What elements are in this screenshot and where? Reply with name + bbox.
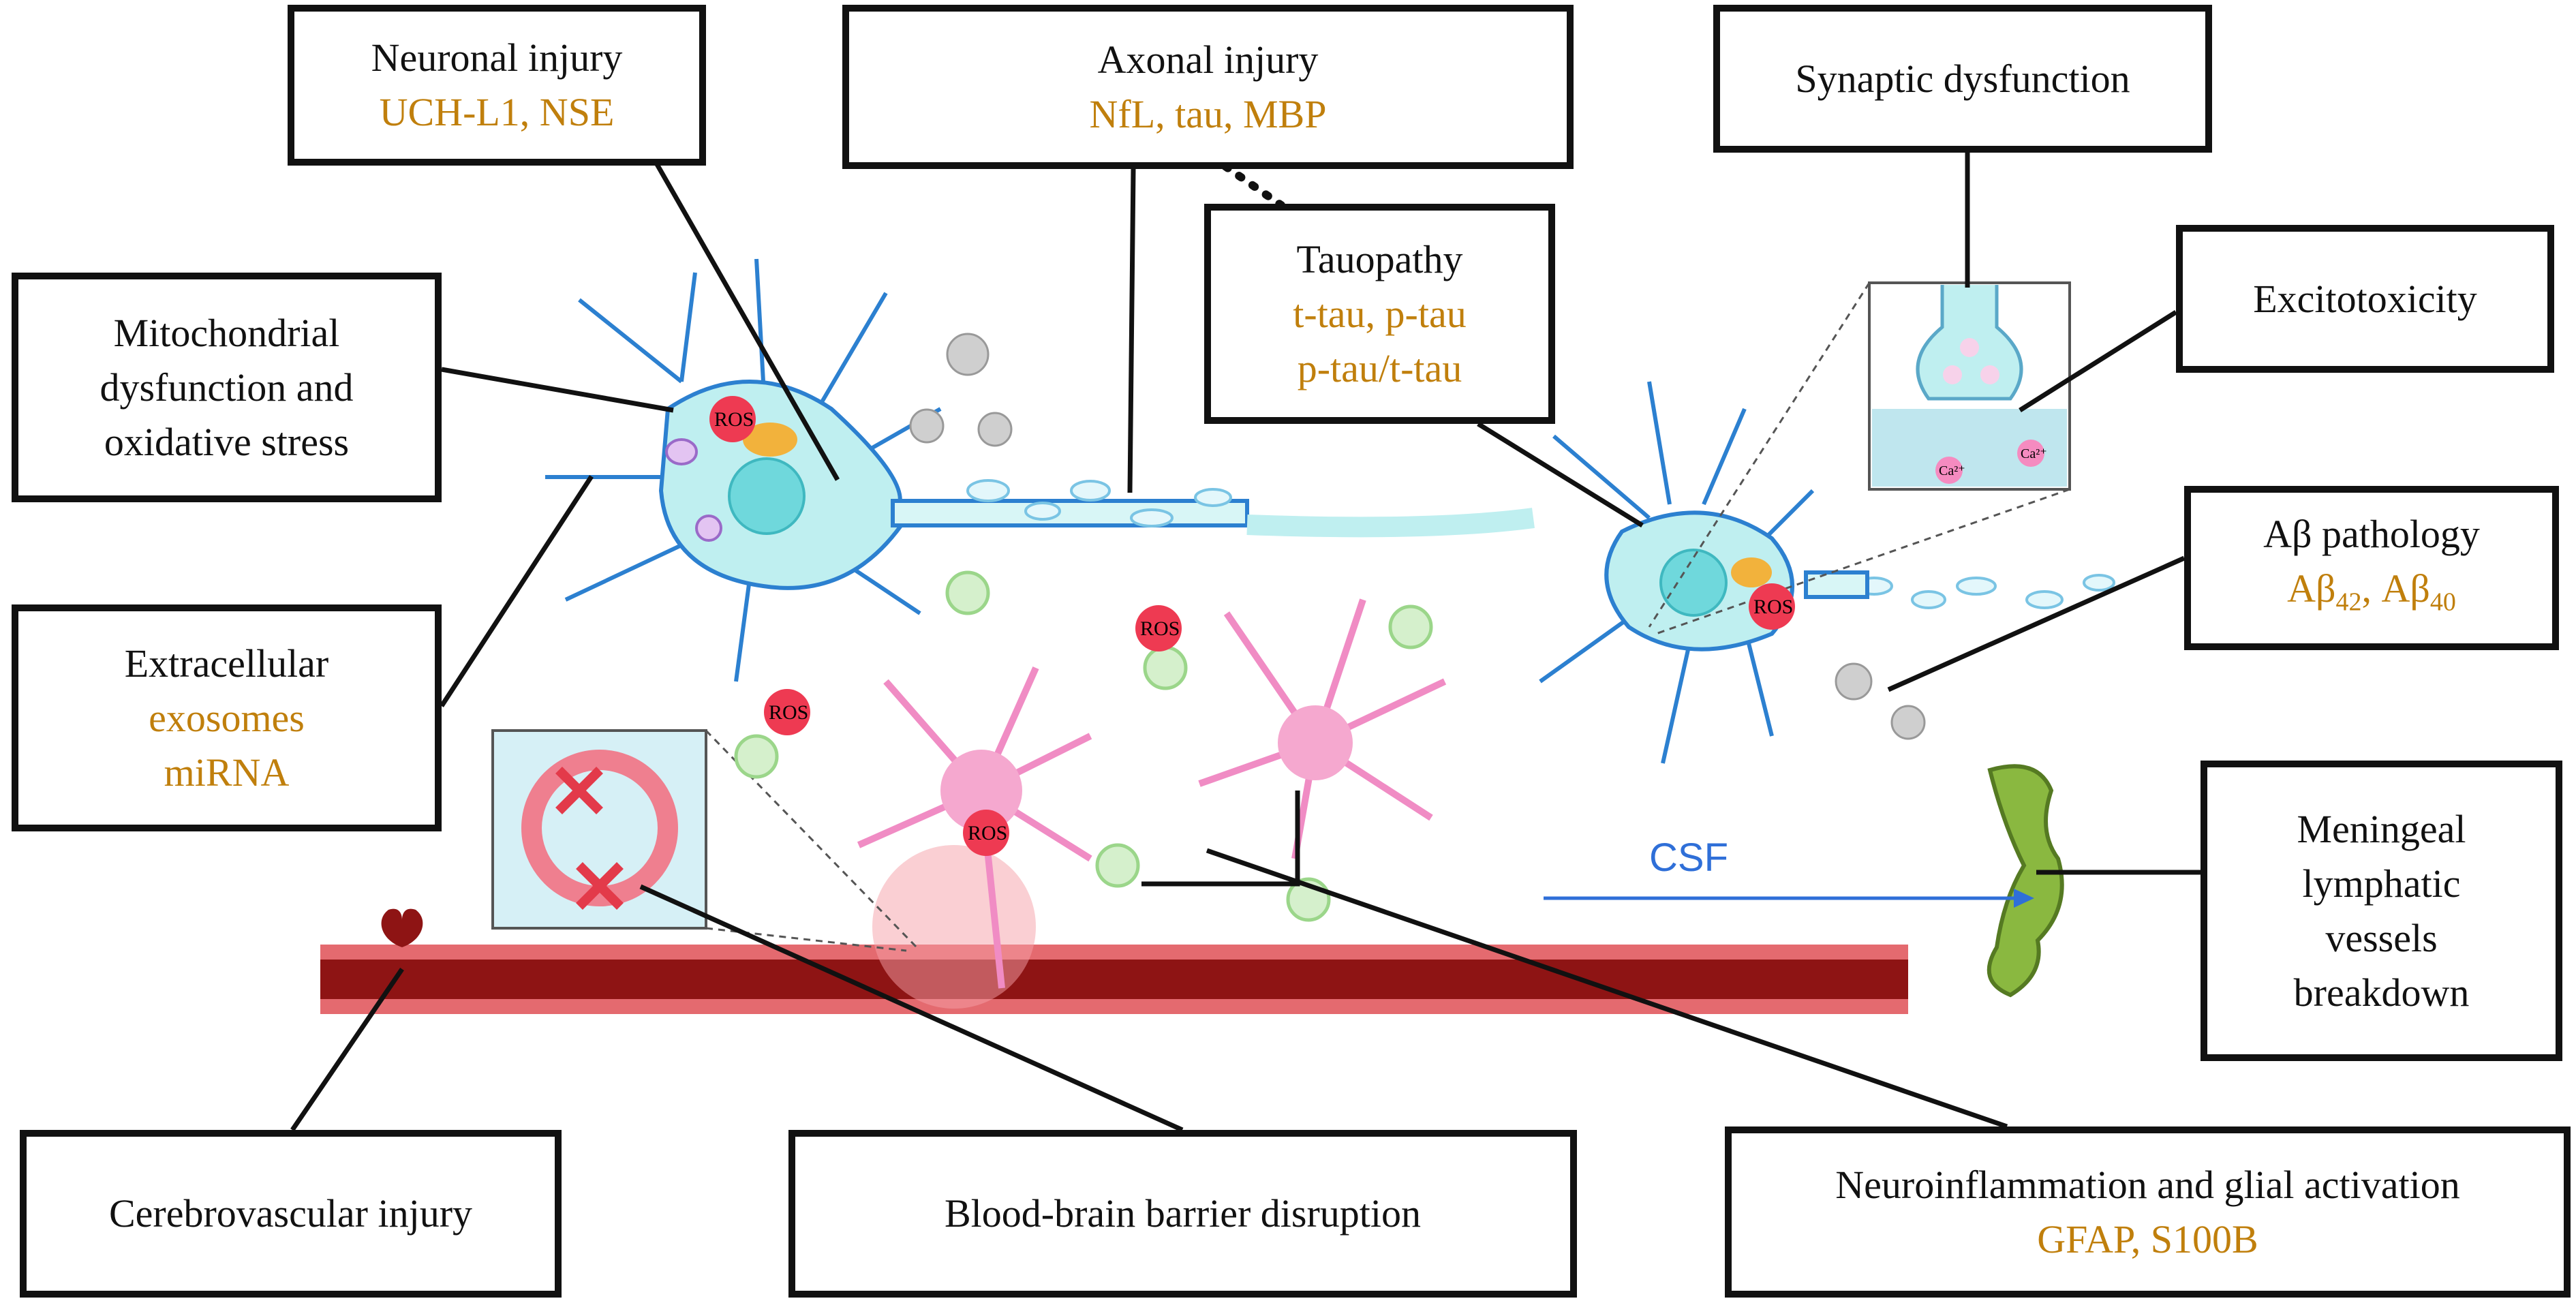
- title-line: oxidative stress: [104, 419, 350, 464]
- label-tauopathy: Tauopathy t-tau, p-tau p-tau/t-tau: [1204, 204, 1555, 424]
- biomarkers: UCH-L1, NSE: [379, 90, 615, 134]
- label-extracellular: Extracellular exosomes miRNA: [12, 604, 442, 831]
- title: Aβ pathology: [2263, 511, 2480, 556]
- title: Neuronal injury: [371, 35, 623, 80]
- title: Cerebrovascular injury: [108, 1191, 473, 1236]
- exosome: [665, 438, 698, 465]
- title: Extracellular: [124, 641, 329, 686]
- nucleus: [1659, 549, 1728, 617]
- calcium-label: Ca²⁺: [2021, 446, 2047, 461]
- csf-label: CSF: [1649, 836, 1728, 880]
- title-line: lymphatic: [2302, 861, 2461, 906]
- blood-drop-icon: [381, 908, 423, 947]
- subscript: 40: [2429, 587, 2456, 617]
- biomarkers: p-tau/t-tau: [1297, 346, 1462, 390]
- astrocyte-body: [1278, 705, 1353, 780]
- title: Tauopathy: [1296, 236, 1463, 281]
- title-line: breakdown: [2293, 970, 2470, 1015]
- biomarkers: miRNA: [164, 750, 290, 795]
- title: Blood-brain barrier disruption: [944, 1191, 1422, 1236]
- ros-label: ROS: [1140, 617, 1180, 640]
- label-bbb-disruption: Blood-brain barrier disruption: [788, 1130, 1577, 1298]
- lymphatic-vessel: [1987, 764, 2064, 998]
- subscript: 42: [2335, 587, 2362, 617]
- ros-label: ROS: [714, 408, 754, 431]
- biomarker: Aβ: [2287, 566, 2336, 611]
- label-axonal-injury: Axonal injury NfL, tau, MBP: [842, 5, 1574, 169]
- axon-fragments: [966, 479, 2115, 609]
- biomarkers: Aβ42, Aβ40: [2287, 562, 2456, 630]
- label-neuronal-injury: Neuronal injury UCH-L1, NSE: [288, 5, 706, 166]
- biomarker: Aβ: [2381, 566, 2430, 611]
- label-cerebrovascular: Cerebrovascular injury: [20, 1130, 562, 1298]
- blood-vessel: [320, 945, 1908, 1014]
- ros-label: ROS: [1753, 596, 1793, 618]
- vesicle: [695, 515, 722, 542]
- title-line: Meningeal: [2297, 806, 2466, 851]
- biomarkers: t-tau, p-tau: [1293, 291, 1467, 336]
- label-mitochondrial: Mitochondrial dysfunction and oxidative …: [12, 273, 442, 502]
- calcium-label: Ca²⁺: [1939, 463, 1965, 478]
- label-abeta-pathology: Aβ pathology Aβ42, Aβ40: [2184, 486, 2559, 650]
- amyloid-plaques: [909, 333, 1926, 740]
- title: Excitotoxicity: [2253, 276, 2477, 321]
- label-excitotoxicity: Excitotoxicity: [2176, 225, 2554, 373]
- astrocyte-body: [940, 750, 1022, 831]
- title-line: vessels: [2325, 915, 2438, 960]
- title: Synaptic dysfunction: [1795, 56, 2130, 101]
- biomarkers: GFAP, S100B: [2037, 1216, 2258, 1261]
- label-synaptic-dysfunction: Synaptic dysfunction: [1713, 5, 2212, 153]
- nucleus: [728, 457, 806, 535]
- title: Neuroinflammation and glial activation: [1835, 1162, 2460, 1207]
- title: Axonal injury: [1097, 37, 1319, 82]
- label-meningeal: Meningeal lymphatic vessels breakdown: [2201, 761, 2562, 1061]
- separator: ,: [2361, 566, 2382, 611]
- title-line: Mitochondrial: [113, 310, 340, 355]
- leak-glow: [872, 845, 1036, 1009]
- leader-lines: [290, 153, 2201, 1133]
- ros-label: ROS: [968, 822, 1007, 844]
- biomarkers: NfL, tau, MBP: [1089, 91, 1327, 136]
- biomarkers: exosomes: [149, 695, 305, 740]
- mitochondrion: [743, 423, 797, 457]
- bbb-inset: [491, 729, 707, 930]
- ros-bursts: ROS ROS ROS ROS ROS: [709, 396, 1795, 856]
- astrocytes: [857, 598, 1447, 989]
- ros-label: ROS: [769, 701, 808, 724]
- mitochondrion: [1731, 557, 1772, 587]
- label-neuroinflammation: Neuroinflammation and glial activation G…: [1725, 1126, 2571, 1298]
- synapse-inset: Ca²⁺ Ca²⁺: [1868, 281, 2071, 491]
- title-line: dysfunction and: [99, 365, 354, 410]
